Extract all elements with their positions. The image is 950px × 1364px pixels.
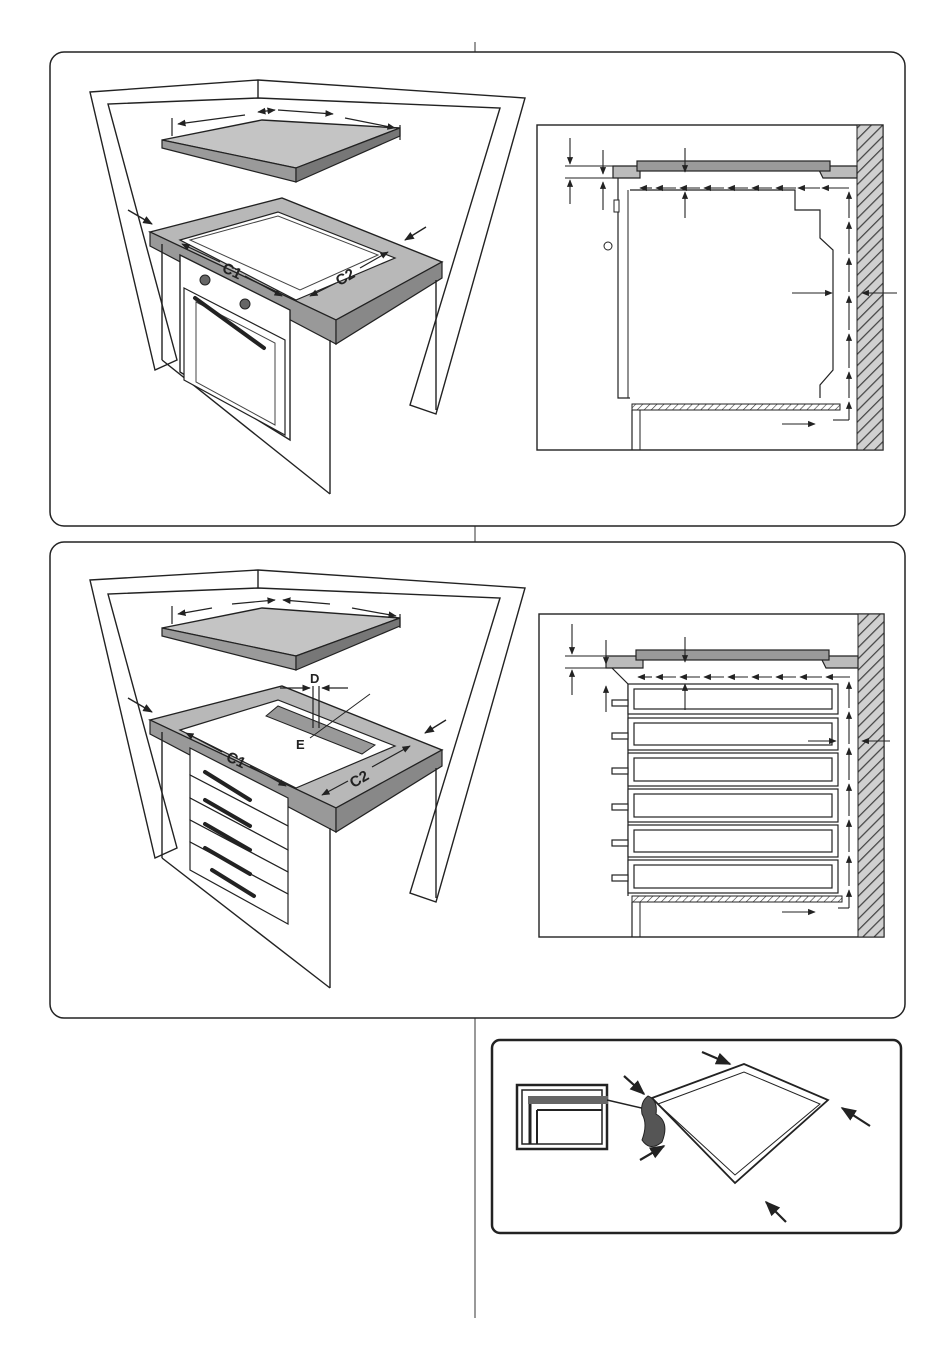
hob-top-2 — [162, 600, 400, 670]
cabinet — [150, 198, 442, 494]
hob-section — [637, 161, 830, 171]
oven-cross-section — [537, 125, 897, 450]
hob-section-2 — [636, 650, 829, 660]
e-label: E — [296, 737, 305, 752]
drawer-cross-section — [539, 614, 890, 937]
seal-blob — [642, 1096, 665, 1147]
hob-top — [162, 110, 400, 182]
panel-drawer-installation: D E C1 C2 — [50, 542, 905, 1018]
hob-plate-outline — [652, 1064, 828, 1183]
d-label: D — [310, 671, 319, 686]
panel-oven-installation: C1 C2 — [50, 52, 905, 526]
wall-hatch-2 — [858, 614, 884, 937]
panel-seal-detail — [492, 1040, 901, 1233]
hob-profile-inset — [517, 1085, 650, 1149]
cabinet-2 — [150, 686, 442, 988]
pointer-arrow-right-2 — [425, 720, 446, 733]
wall-hatch — [857, 125, 883, 450]
pointer-arrow-right — [405, 227, 426, 240]
